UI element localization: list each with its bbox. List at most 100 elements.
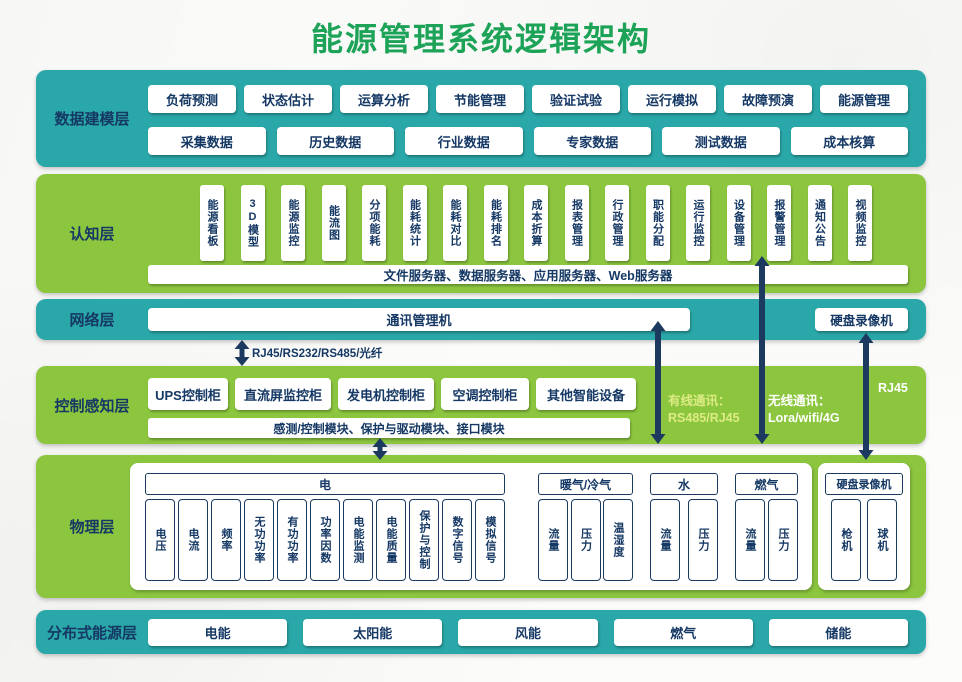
group-gas-items: 流量 压力: [735, 499, 798, 581]
physical-item-box: 流量: [735, 499, 765, 581]
physical-item-box: 电压: [145, 499, 175, 581]
data-box: 行业数据: [405, 127, 523, 155]
wireless-comm-title: 无线通讯：: [768, 394, 831, 408]
servers-bar: 文件服务器、数据服务器、应用服务器、Web服务器: [148, 265, 908, 284]
physical-item-box: 电能质量: [376, 499, 406, 581]
physical-item-box: 压力: [570, 499, 601, 581]
connection-protocol-label: RJ45/RS232/RS485/光纤: [252, 348, 383, 360]
physical-item-box: 功率因数: [310, 499, 340, 581]
cognition-module-box: 通知公告: [807, 185, 832, 261]
group-electric-items: 电压 电流 频率 无功功率 有功功率 功率因数 电能监测 电能质量 保护与控制 …: [145, 499, 505, 581]
cognition-module-box: 能流图: [321, 185, 346, 261]
physical-item-box: 模拟信号: [475, 499, 505, 581]
wired-comm-label: 有线通讯： RS485/RJ45: [668, 393, 740, 427]
physical-main-panel: 电 电压 电流 频率 无功功率 有功功率 功率因数 电能监测 电能质量 保护与控…: [130, 463, 812, 590]
layer-cognition: 认知层 能源看板 3D模型 能源监控 能流图 分项能耗 能耗统计 能耗对比 能耗…: [36, 174, 926, 293]
function-box: 运算分析: [340, 85, 428, 113]
layer-label-distributed: 分布式能源层: [46, 624, 137, 642]
cognition-module-box: 3D模型: [240, 185, 265, 261]
cabinet-box: 直流屏监控柜: [235, 378, 331, 410]
cognition-modules: 能源看板 3D模型 能源监控 能流图 分项能耗 能耗统计 能耗对比 能耗排名 成…: [200, 185, 872, 261]
wired-comm-title: 有线通讯：: [668, 394, 731, 408]
cabinet-box: 空调控制柜: [441, 378, 529, 410]
layer-network: 网络层 通讯管理机 硬盘录像机: [36, 299, 926, 340]
cabinet-box: 发电机控制柜: [338, 378, 434, 410]
physical-item-box: 温湿度: [603, 499, 633, 581]
function-box: 负荷预测: [148, 85, 236, 113]
group-dvr-items: 枪机 球机: [831, 499, 897, 581]
cognition-module-box: 分项能耗: [362, 185, 386, 261]
function-box: 能源管理: [820, 85, 908, 113]
layer-label-physical: 物理层: [69, 519, 115, 536]
physical-item-box: 流量: [538, 499, 568, 581]
group-electric: 电 电压 电流 频率 无功功率 有功功率 功率因数 电能监测 电能质量 保护与控…: [145, 463, 505, 590]
data-box: 成本核算: [790, 127, 908, 155]
function-box: 运行模拟: [628, 85, 716, 113]
physical-item-box: 压力: [688, 499, 718, 581]
network-dvr-box: 硬盘录像机: [815, 308, 908, 331]
control-cabinets: UPS控制柜 直流屏监控柜 发电机控制柜 空调控制柜 其他智能设备: [148, 378, 636, 410]
cognition-module-box: 视频监控: [848, 185, 872, 261]
wired-comm-value: RS485/RJ45: [668, 411, 740, 425]
cabinet-box: UPS控制柜: [148, 378, 228, 410]
function-box: 验证试验: [532, 85, 620, 113]
cognition-module-box: 设备管理: [726, 185, 751, 261]
cognition-module-box: 成本折算: [524, 185, 548, 261]
group-water: 水 流量 压力: [650, 463, 718, 590]
group-hvac: 暖气/冷气 流量 压力 温湿度: [538, 463, 633, 590]
energy-sources-row: 电能 太阳能 风能 燃气 储能: [148, 619, 909, 646]
physical-item-box: 电流: [178, 499, 208, 581]
wireless-comm-label: 无线通讯： Lora/wifi/4G: [768, 393, 840, 427]
cognition-module-box: 行政管理: [605, 185, 629, 261]
energy-box: 电能: [148, 619, 288, 646]
group-dvr-header: 硬盘录像机: [825, 473, 903, 495]
physical-item-box: 球机: [867, 499, 897, 581]
physical-item-box: 电能监测: [343, 499, 373, 581]
cognition-module-box: 能源监控: [281, 185, 305, 261]
cognition-module-box: 能源看板: [200, 185, 224, 261]
energy-box: 燃气: [613, 619, 753, 646]
data-modeling-row1: 负荷预测 状态估计 运算分析 节能管理 验证试验 运行模拟 故障预演 能源管理: [148, 85, 908, 113]
layer-label-cognition: 认知层: [69, 226, 115, 243]
group-gas: 燃气 流量 压力: [735, 463, 798, 590]
cabinet-box: 其他智能设备: [536, 378, 636, 410]
data-box: 采集数据: [148, 127, 266, 155]
data-box: 测试数据: [662, 127, 780, 155]
control-modules-bar: 感测/控制模块、保护与驱动模块、接口模块: [148, 418, 630, 438]
layer-label-data-modeling: 数据建模层: [54, 111, 130, 128]
layer-control: 控制感知层 UPS控制柜 直流屏监控柜 发电机控制柜 空调控制柜 其他智能设备 …: [36, 366, 926, 444]
group-hvac-header: 暖气/冷气: [538, 473, 633, 495]
physical-item-box: 流量: [650, 499, 680, 581]
physical-item-box: 无功功率: [244, 499, 274, 581]
function-box: 故障预演: [724, 85, 812, 113]
physical-dvr-panel: 硬盘录像机 枪机 球机: [818, 463, 910, 590]
group-electric-header: 电: [145, 473, 505, 495]
wireless-comm-value: Lora/wifi/4G: [768, 411, 840, 425]
cognition-module-box: 能耗统计: [402, 185, 427, 261]
page-title: 能源管理系统逻辑架构: [310, 21, 651, 57]
layer-label-network: 网络层: [69, 312, 115, 329]
data-box: 历史数据: [276, 127, 394, 155]
cognition-module-box: 能耗对比: [443, 185, 467, 261]
comm-manager-bar: 通讯管理机: [148, 308, 690, 331]
physical-item-box: 枪机: [831, 499, 861, 581]
energy-box: 储能: [768, 619, 909, 646]
group-water-header: 水: [650, 473, 718, 495]
layer-physical: 物理层 电 电压 电流 频率 无功功率 有功功率 功率因数 电能监测 电能质量 …: [36, 455, 926, 598]
group-gas-header: 燃气: [735, 473, 798, 495]
layer-distributed-energy: 分布式能源层 电能 太阳能 风能 燃气 储能: [36, 610, 926, 654]
data-box: 专家数据: [533, 127, 651, 155]
cognition-module-box: 报警管理: [767, 185, 791, 261]
function-box: 状态估计: [244, 85, 332, 113]
physical-item-box: 频率: [211, 499, 241, 581]
energy-box: 太阳能: [303, 619, 443, 646]
rj45-label: RJ45: [878, 381, 908, 395]
energy-box: 风能: [458, 619, 598, 646]
physical-item-box: 压力: [768, 499, 798, 581]
cognition-module-box: 能耗排名: [483, 185, 508, 261]
cognition-module-box: 报表管理: [564, 185, 589, 261]
data-modeling-row2: 采集数据 历史数据 行业数据 专家数据 测试数据 成本核算: [148, 127, 908, 155]
group-water-items: 流量 压力: [650, 499, 718, 581]
cognition-module-box: 职能分配: [645, 185, 670, 261]
